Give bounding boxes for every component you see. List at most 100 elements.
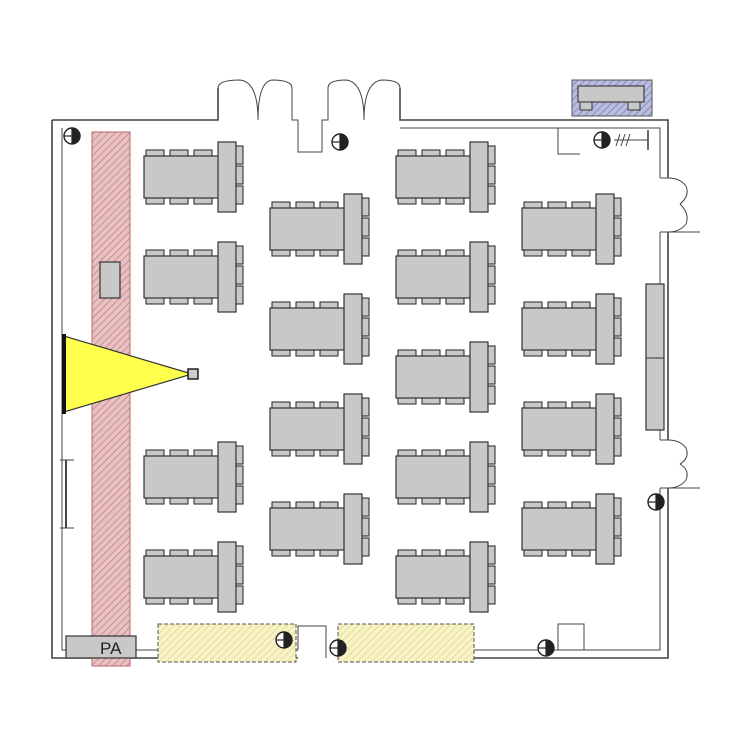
table xyxy=(143,155,221,199)
table-group xyxy=(521,293,622,365)
chair xyxy=(613,437,622,457)
table xyxy=(395,555,473,599)
chair xyxy=(235,165,244,185)
chair xyxy=(235,145,244,165)
table xyxy=(521,207,599,251)
table-group xyxy=(521,393,622,465)
power-outlet-icon xyxy=(537,639,555,657)
head-table xyxy=(343,293,363,365)
chair xyxy=(361,497,370,517)
chair xyxy=(235,245,244,265)
head-table xyxy=(217,241,237,313)
chair xyxy=(361,417,370,437)
head-table xyxy=(595,293,615,365)
head-table xyxy=(595,393,615,465)
chair xyxy=(487,365,496,385)
chair xyxy=(487,285,496,305)
chair xyxy=(487,445,496,465)
chair xyxy=(613,417,622,437)
table-group xyxy=(143,241,244,313)
buffet-area-left xyxy=(157,623,297,663)
table-group xyxy=(269,293,370,365)
chair xyxy=(613,537,622,557)
chair xyxy=(361,317,370,337)
power-outlet-icon xyxy=(593,131,611,149)
chair xyxy=(361,517,370,537)
table-group xyxy=(395,241,496,313)
chair xyxy=(361,297,370,317)
head-table xyxy=(469,341,489,413)
head-table xyxy=(469,541,489,613)
projector-icon xyxy=(187,368,199,380)
table-group xyxy=(395,441,496,513)
head-table xyxy=(217,541,237,613)
chair xyxy=(487,185,496,205)
table xyxy=(395,155,473,199)
power-outlet-icon xyxy=(331,133,349,151)
chair xyxy=(235,585,244,605)
table-group xyxy=(521,193,622,265)
power-outlet-icon xyxy=(63,127,81,145)
table xyxy=(521,407,599,451)
chair xyxy=(361,537,370,557)
chair xyxy=(487,145,496,165)
head-table xyxy=(217,141,237,213)
table xyxy=(269,207,347,251)
chair xyxy=(613,497,622,517)
table-group xyxy=(395,341,496,413)
table xyxy=(521,507,599,551)
chair xyxy=(613,237,622,257)
table-group xyxy=(395,141,496,213)
chair xyxy=(235,285,244,305)
table xyxy=(395,255,473,299)
chair xyxy=(235,185,244,205)
wall-screen-bracket xyxy=(60,459,74,529)
chair xyxy=(613,397,622,417)
table xyxy=(395,455,473,499)
chair xyxy=(487,585,496,605)
chair xyxy=(487,265,496,285)
head-table xyxy=(469,241,489,313)
table xyxy=(269,407,347,451)
head-table xyxy=(595,193,615,265)
power-outlets xyxy=(63,127,665,657)
table-groups xyxy=(143,141,622,613)
table-group xyxy=(269,193,370,265)
head-table xyxy=(217,441,237,513)
head-table xyxy=(469,141,489,213)
table xyxy=(395,355,473,399)
chair xyxy=(487,165,496,185)
table xyxy=(143,555,221,599)
side-counter xyxy=(645,283,665,431)
table xyxy=(269,507,347,551)
pa-box xyxy=(65,635,137,659)
chair xyxy=(235,265,244,285)
chair xyxy=(361,197,370,217)
chair xyxy=(361,217,370,237)
pa-label: PA xyxy=(100,639,122,658)
chair xyxy=(487,385,496,405)
chair xyxy=(235,465,244,485)
power-outlet-icon xyxy=(329,639,347,657)
chair xyxy=(361,437,370,457)
head-table xyxy=(343,393,363,465)
table xyxy=(269,307,347,351)
head-table xyxy=(343,193,363,265)
wall-rail xyxy=(614,130,649,150)
table-group xyxy=(143,541,244,613)
lectern xyxy=(99,261,121,299)
chair xyxy=(487,545,496,565)
chair xyxy=(613,517,622,537)
top-right-unit xyxy=(571,79,653,117)
chair xyxy=(487,465,496,485)
chair xyxy=(613,297,622,317)
chair xyxy=(235,545,244,565)
table-group xyxy=(143,441,244,513)
chair xyxy=(487,565,496,585)
chair xyxy=(613,337,622,357)
buffet-area-right xyxy=(337,623,475,663)
room-walls xyxy=(51,88,700,659)
chair xyxy=(487,345,496,365)
chair xyxy=(235,565,244,585)
